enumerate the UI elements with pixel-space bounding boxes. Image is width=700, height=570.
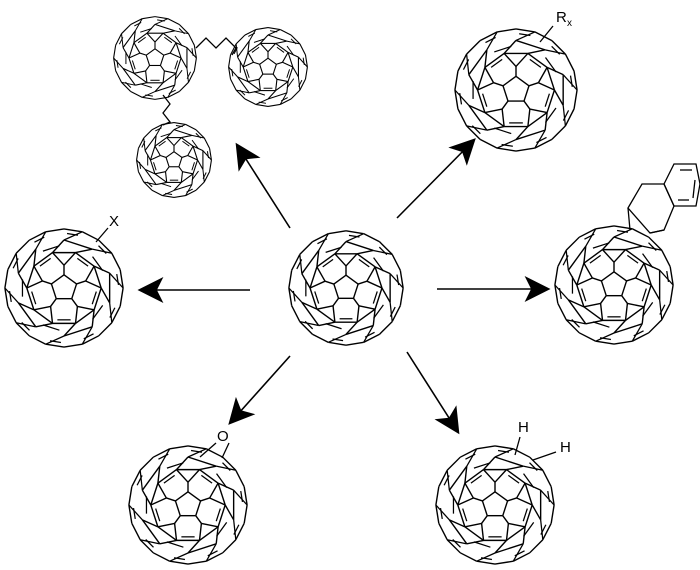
x-substituent: X	[95, 213, 119, 243]
fullerene-trimer-top-right	[228, 27, 308, 107]
x-label: X	[109, 213, 119, 230]
trimer-linkers	[162, 37, 237, 126]
arrow-to-epoxide	[228, 355, 291, 425]
fullerene-center	[288, 230, 404, 346]
dihydro-bonds	[514, 436, 557, 461]
rx-substituent: R x	[539, 9, 572, 43]
rx-label: R	[556, 9, 567, 26]
fused-ring-substituent	[627, 163, 700, 234]
fullerene-bottom-left	[128, 445, 248, 565]
oxygen-label: O	[217, 428, 229, 445]
fullerene-trimer-bottom	[136, 122, 212, 198]
rx-subscript: x	[567, 18, 572, 29]
benzene-ring	[663, 163, 700, 207]
arrow-to-dihydro	[406, 351, 460, 435]
fullerene-trimer-top-left	[113, 16, 197, 100]
arrow-to-rx-adduct	[396, 138, 476, 219]
fullerene-bottom-right	[435, 445, 555, 565]
linker-chain-vertical	[162, 94, 172, 126]
hydrogen-label-2: H	[560, 439, 571, 456]
fullerene-left	[4, 228, 124, 348]
arrow-to-trimer	[235, 142, 291, 229]
reaction-arrows	[137, 138, 551, 435]
hydrogen-label-1: H	[518, 419, 529, 436]
fullerene-top-right	[454, 28, 578, 152]
fullerene-right	[554, 225, 674, 345]
epoxide-bridge	[199, 442, 230, 459]
linker-chain-horizontal	[195, 37, 237, 56]
